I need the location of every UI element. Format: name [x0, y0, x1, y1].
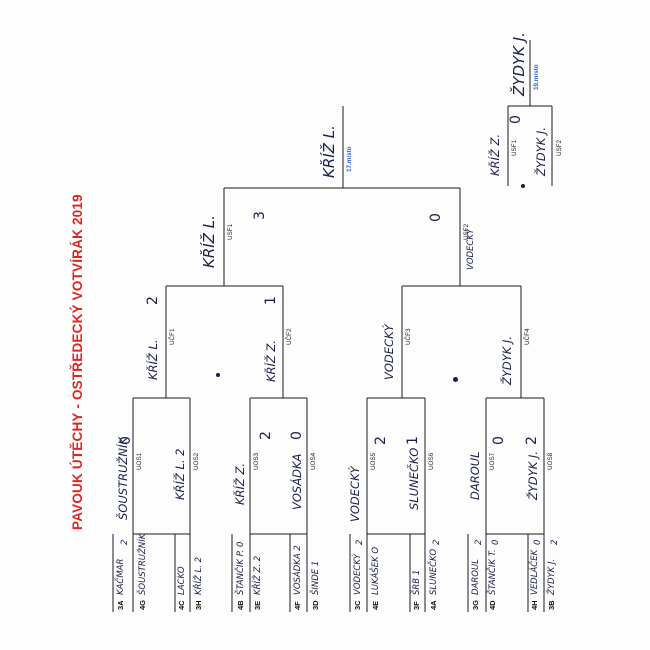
entrant-name: VEDLÁČEK [530, 549, 540, 595]
entrant-name: ŠINDE 1 [311, 560, 321, 595]
third-entrant: ŽYDYK J. [534, 126, 548, 176]
seed-label: 4C [177, 600, 186, 610]
entrant-name: VOSÁDKA 2 [293, 545, 303, 595]
match-code: UČF2 [286, 328, 293, 345]
r16-winner: DAROUL [468, 451, 482, 500]
entrant-score: 2 [120, 539, 130, 545]
seed-label: 3E [253, 600, 262, 610]
r16-score: 0 [118, 436, 134, 445]
qf-score: 1 [263, 296, 279, 305]
seed-label: 4B [236, 600, 245, 610]
match-code: USF1 [511, 139, 518, 156]
qf-winner: VODECKÝ [382, 324, 396, 380]
entrant-score: 2 [355, 539, 365, 545]
entrant-name: KAČMAR [116, 558, 126, 595]
third-score: 0 [508, 115, 524, 124]
qf-winner: KŘÍŽ L. [146, 339, 160, 380]
place-label: 19.místo [533, 64, 540, 90]
r16-score: 1 [405, 436, 421, 445]
sf-winner: KŘÍŽ L. [200, 215, 218, 268]
r16-winner: VODECKÝ [348, 466, 362, 522]
match-code: UOS1 [136, 452, 143, 470]
entrant-score: 2 [432, 539, 442, 545]
entrant-score: 2 [474, 539, 484, 545]
entrant-name: KŘÍŽ Z. 2 [253, 555, 263, 595]
entrant-score: 2 [550, 539, 560, 545]
entrant-name: LACKO [177, 566, 187, 595]
r16-score: 0 [289, 431, 305, 440]
seed-label: 3G [471, 599, 480, 610]
seed-label: 4D [488, 600, 497, 610]
sf-score: 0 [428, 213, 444, 222]
seed-label: 3B [547, 600, 556, 610]
seed-label: 3D [311, 600, 320, 610]
r16-score: 2 [373, 436, 389, 445]
final-winner: KŘÍŽ L. [320, 125, 338, 178]
entrant-name: ŠTANČIK T. [488, 549, 498, 595]
match-code: UOS4 [310, 452, 317, 470]
match-code: UČF3 [405, 328, 412, 345]
pen-dot [216, 373, 220, 377]
qf-winner: ŽYDYK J. [500, 335, 514, 385]
match-code: UOS2 [193, 452, 200, 470]
r16-winner: ŽYDYK J. [526, 450, 540, 500]
entrant-score: 0 [533, 539, 543, 545]
entrant-name: SLUNEČKO [429, 548, 439, 595]
entrant-name: DAROUL [471, 559, 481, 595]
entrant-name: LUKÁŠEK O [371, 546, 381, 595]
seed-label: 3H [194, 600, 203, 610]
r16-winner: VOSÁDKA [290, 453, 304, 510]
seed-label: 3C [353, 600, 362, 610]
pen-dot [453, 377, 458, 382]
pen-dot [521, 184, 525, 188]
entrant-name: ŠRB 1 [412, 569, 422, 595]
r16-winner: SLUNEČKO [407, 447, 421, 510]
entrant-name: ŠOUSTRUŽNÍK [138, 533, 148, 595]
seed-label: 4F [293, 601, 302, 610]
match-code: USF1 [227, 223, 234, 240]
seed-label: 4E [371, 600, 380, 610]
sf-score: 3 [252, 211, 268, 220]
seed-label: 3F [412, 601, 421, 610]
r16-winner: ŠOUSTRUŽNÍK [116, 437, 130, 520]
third-winner: ŽYDYK J. [510, 32, 528, 96]
place-label: 17.místo [346, 146, 353, 172]
entrant-name: ŽYDYK J. [547, 558, 557, 595]
r16-score: 2 [524, 436, 540, 445]
entrant-name: VODECKÝ [353, 553, 363, 595]
match-code: USF2 [556, 139, 563, 156]
r16-score: 0 [491, 436, 507, 445]
qf-score: 2 [145, 296, 161, 305]
match-code: UOS5 [370, 452, 377, 470]
r16-winner: KŘÍŽ Z. [233, 463, 247, 505]
entrant-score: 0 [491, 539, 501, 545]
seed-label: 4G [138, 599, 147, 610]
entrant-name: ŠTANČIK P. 0 [236, 541, 246, 595]
match-code: UOS6 [428, 452, 435, 470]
entrant-name: KŘÍŽ L. 2 [194, 556, 204, 595]
sf-winner: VODECKÝ [466, 228, 476, 270]
seed-label: 3A [116, 600, 125, 610]
seed-label: 4H [530, 600, 539, 610]
r16-winner: KŘÍŽ L. 2 [173, 448, 187, 501]
match-code: UOS8 [547, 452, 554, 470]
qf-winner: KŘÍŽ Z. [264, 340, 278, 382]
seed-label: 4A [429, 600, 438, 610]
match-code: UOS3 [253, 452, 260, 470]
match-code: UČF4 [524, 328, 531, 345]
match-code: UOS7 [489, 452, 496, 470]
r16-score: 2 [258, 431, 274, 440]
page-title: PAVOUK ÚTĚCHY - OSTŘEDECKÝ VOTVÍRÁK 2019 [70, 194, 85, 530]
match-code: UČF1 [169, 328, 176, 345]
third-entrant: KŘÍŽ Z. [488, 134, 502, 176]
